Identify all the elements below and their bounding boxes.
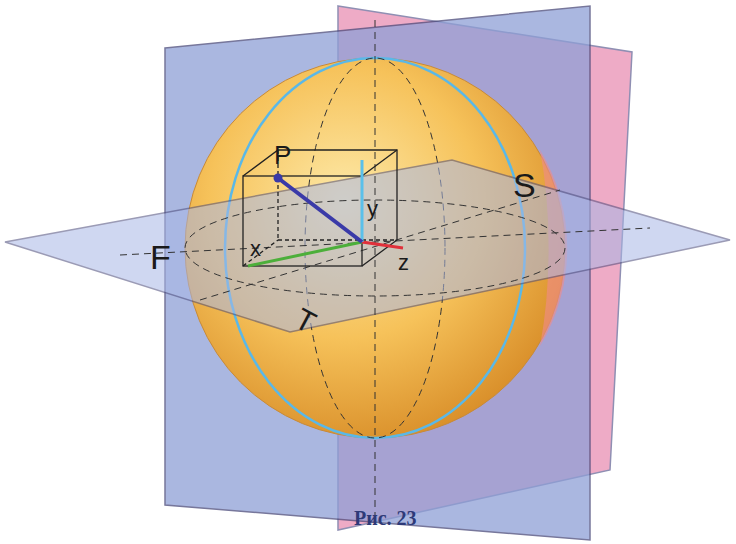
figure-caption: Рис. 23 <box>354 508 417 528</box>
plane-label: S <box>513 168 536 202</box>
axis-label: x <box>250 238 261 260</box>
plane-label: F <box>150 240 171 274</box>
axis-label: y <box>367 198 378 220</box>
axis-label: z <box>398 252 409 274</box>
point-label: P <box>274 142 291 168</box>
